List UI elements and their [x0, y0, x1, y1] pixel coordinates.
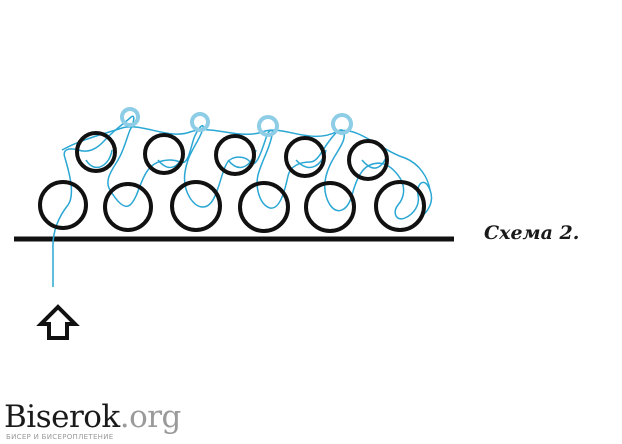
- middle-row-bead: [143, 133, 185, 175]
- up-arrow-outline-icon: [36, 304, 80, 340]
- picot-bead: [120, 107, 140, 127]
- watermark-tld: .org: [119, 399, 182, 435]
- bottom-row-bead: [103, 182, 153, 232]
- diagram-caption: Схема 2.: [484, 222, 580, 244]
- watermark-logo: Biserok.org: [4, 400, 181, 434]
- bottom-row-bead: [38, 180, 88, 230]
- middle-row-bead: [214, 134, 256, 176]
- bottom-row-bead: [374, 180, 426, 232]
- watermark-tagline: БИСЕР И БИСЕРОПЛЕТЕНИЕ: [6, 433, 114, 441]
- middle-row-bead: [347, 139, 389, 181]
- bottom-row-bead: [170, 180, 222, 232]
- picot-bead: [257, 115, 279, 137]
- bottom-row-bead: [238, 181, 290, 233]
- thread-inner-loops: [85, 149, 387, 169]
- middle-row-bead: [75, 131, 117, 173]
- picot-bead: [331, 113, 353, 135]
- middle-row-bead: [284, 136, 326, 178]
- bottom-row-bead: [304, 181, 356, 233]
- picot-bead: [190, 112, 210, 132]
- watermark-brand: Biserok: [4, 399, 120, 435]
